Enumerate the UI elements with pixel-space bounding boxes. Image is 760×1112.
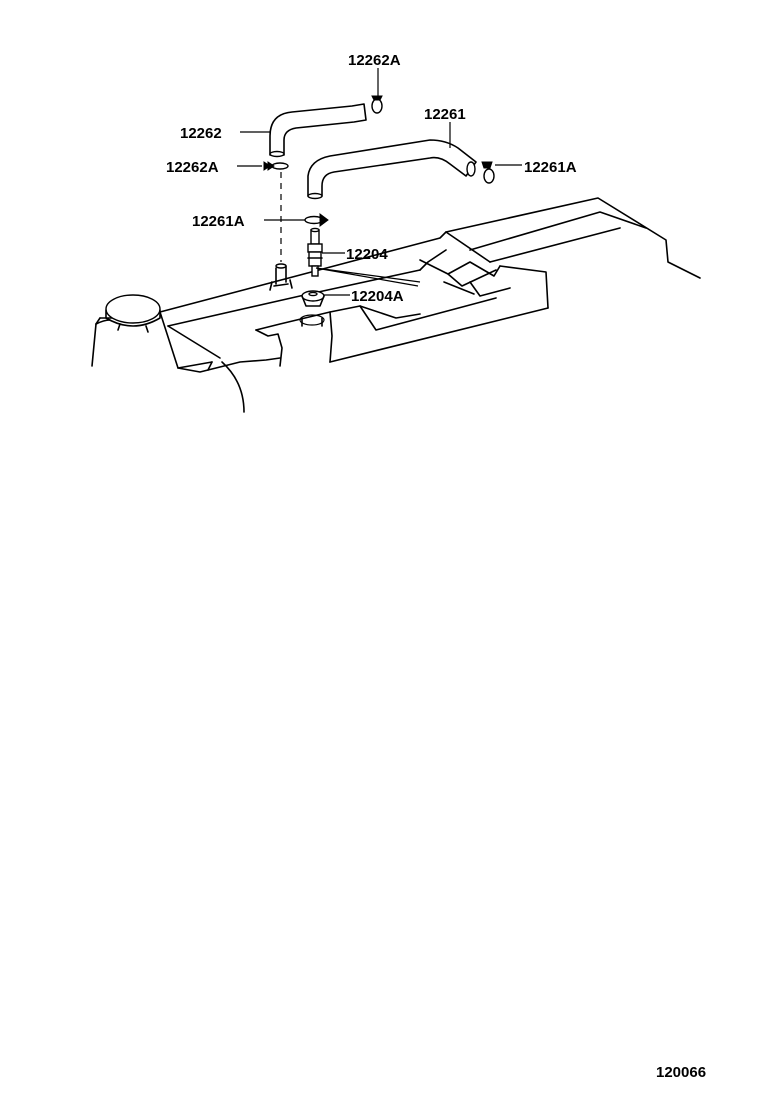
label-lower-clip: 12261A: [192, 213, 245, 230]
short-hose: [269, 103, 367, 158]
cylinder-head-cover: [91, 197, 701, 413]
lower-hose-clip: [304, 213, 329, 227]
label-top-clip: 12262A: [348, 52, 401, 69]
label-right-clip: 12261A: [524, 159, 577, 176]
left-hose-clip: [263, 161, 289, 171]
long-hose: [307, 139, 477, 200]
leader-lines: [237, 68, 522, 296]
right-hose-clip: [481, 161, 495, 184]
label-left-clip: 12262A: [166, 159, 219, 176]
diagram-number: 120066: [656, 1064, 706, 1081]
label-short-hose: 12262: [180, 125, 222, 142]
top-hose-clip: [371, 95, 383, 114]
label-pcv-valve: 12204: [346, 246, 388, 263]
pcv-valve: [307, 227, 323, 277]
label-long-hose: 12261: [424, 106, 466, 123]
pcv-grommet: [301, 290, 325, 307]
label-grommet: 12204A: [351, 288, 404, 305]
